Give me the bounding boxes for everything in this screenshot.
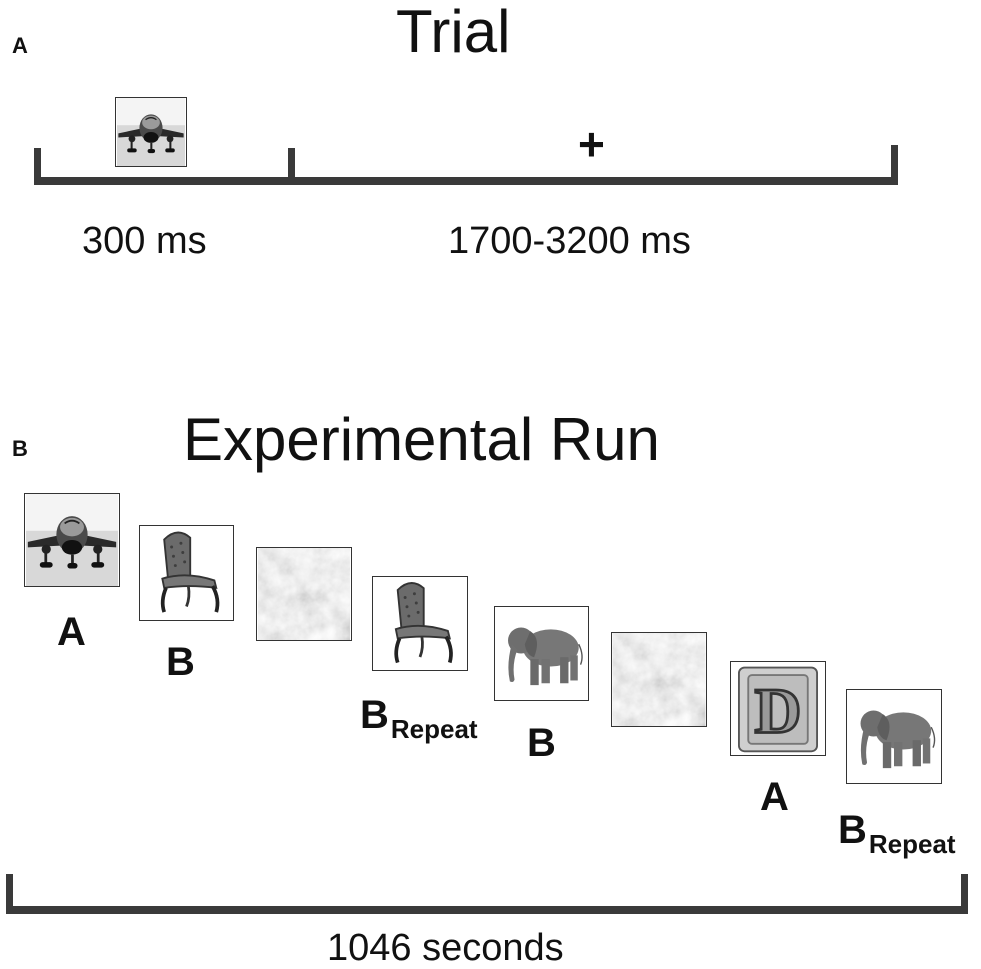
repeat-subscript: Repeat (390, 714, 478, 744)
fixation-duration: 1700-3200 ms (448, 220, 691, 262)
trial-title: Trial (396, 0, 511, 65)
sequence-item-2-image (139, 525, 234, 621)
sequence-item-8-label: BRepeat (838, 808, 956, 859)
sequence-item-3-image (256, 547, 352, 641)
elephant-icon (495, 607, 588, 700)
sequence-item-7-image (730, 661, 826, 756)
sequence-item-1-label: A (57, 610, 86, 654)
sequence-item-4-image (372, 576, 468, 671)
panel-b-label: B (12, 436, 28, 461)
sequence-item-5-label: B (527, 721, 556, 765)
sequence-item-6-image (611, 632, 707, 727)
repeat-subscript: Repeat (868, 829, 956, 859)
airplane-icon (25, 494, 119, 586)
fixation-cross: + (578, 118, 605, 170)
sequence-item-2-label: B (166, 640, 195, 684)
sequence-item-4-label: BRepeat (360, 693, 478, 744)
run-duration: 1046 seconds (327, 927, 564, 969)
sequence-item-5-image (494, 606, 589, 701)
sequence-item-8-image (846, 689, 942, 784)
stimulus-duration: 300 ms (82, 220, 207, 262)
noise-icon (612, 633, 706, 726)
letter-block-icon (731, 662, 825, 755)
sequence-item-1-image (24, 493, 120, 587)
elephant-icon (847, 690, 941, 783)
experimental-run-title: Experimental Run (183, 406, 660, 473)
noise-icon (257, 548, 351, 640)
chair-icon (140, 526, 233, 620)
airplane-icon (116, 98, 186, 166)
trial-stimulus-image (115, 97, 187, 167)
chair-icon (373, 577, 467, 670)
sequence-item-7-label: A (760, 775, 789, 819)
panel-a-label: A (12, 33, 28, 58)
